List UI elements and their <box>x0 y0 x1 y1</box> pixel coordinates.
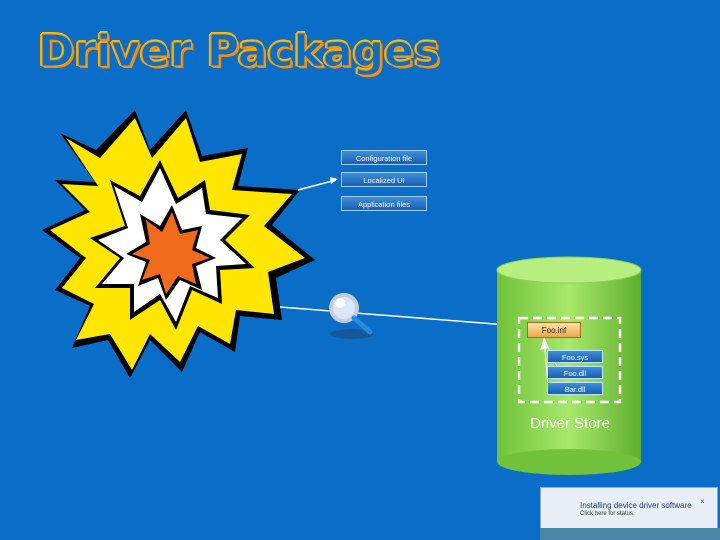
file-configuration: Configuration file <box>341 150 427 165</box>
arrow-to-files <box>297 177 338 191</box>
store-item-inf: Foo.inf <box>527 322 581 338</box>
arrow-to-inf <box>279 306 526 331</box>
close-icon[interactable]: × <box>700 497 705 506</box>
explosion-icon <box>42 110 315 378</box>
driver-store-label: Driver Store <box>529 415 611 432</box>
file-application: Application files <box>341 196 427 211</box>
store-item-dll: Foo.dll <box>547 366 603 379</box>
magnifier-icon <box>329 293 374 339</box>
file-localized-ui: Localized UI <box>341 172 427 187</box>
store-item-bar-dll: Bar.dll <box>547 382 603 395</box>
notification-title[interactable]: Installing device driver software <box>580 501 692 510</box>
notification-subtitle[interactable]: Click here for status. <box>580 511 635 517</box>
taskbar <box>540 528 720 540</box>
store-item-sys: Foo.sys <box>547 350 603 363</box>
slide-title: Driver Packages <box>37 26 441 78</box>
